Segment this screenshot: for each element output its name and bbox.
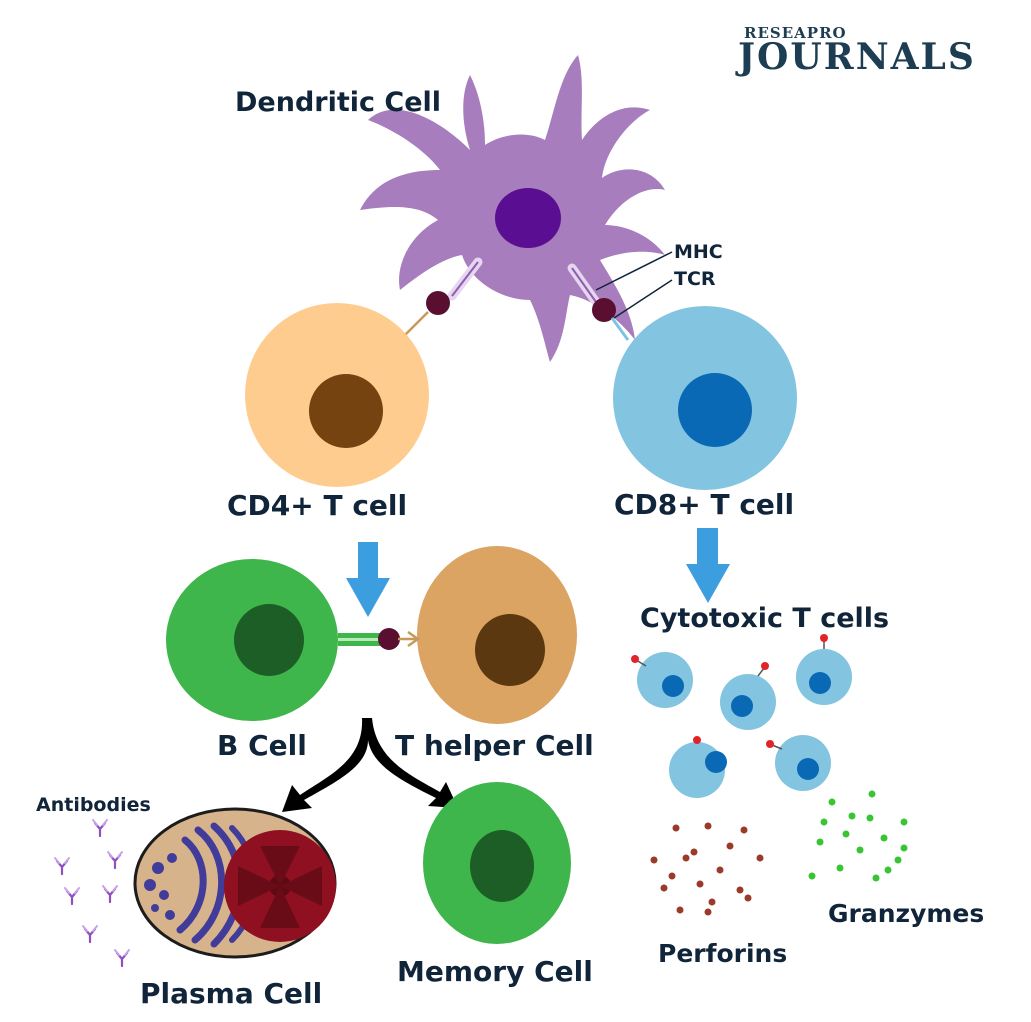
cytotoxic-cell xyxy=(669,736,727,798)
perforin-dot xyxy=(704,822,712,830)
bt-synapse xyxy=(338,628,421,650)
antibody-icon xyxy=(81,924,99,944)
granzyme-dot xyxy=(894,856,902,864)
perforin-dot xyxy=(672,824,680,832)
plasma-label: Plasma Cell xyxy=(140,977,322,1010)
memory-label: Memory Cell xyxy=(397,955,593,988)
granzyme-dot xyxy=(856,846,864,854)
plasma-cell xyxy=(133,807,337,959)
t-helper-cell xyxy=(417,546,577,724)
tcr-cd8 xyxy=(610,317,630,341)
tcr-pointer xyxy=(613,279,673,319)
granzyme-dot xyxy=(808,872,816,880)
granzyme-dot xyxy=(880,834,888,842)
granzyme-dot xyxy=(884,866,892,874)
mhc-pointer xyxy=(595,251,673,291)
dendritic-cell-label: Dendritic Cell xyxy=(235,87,441,118)
cd4-nucleus xyxy=(309,374,383,448)
perforin-dot xyxy=(676,906,684,914)
antibodies-label: Antibodies xyxy=(36,794,151,816)
cytotoxic-cell xyxy=(796,634,852,705)
logo-main-text: JOURNALS xyxy=(735,36,976,78)
cd4-t-cell xyxy=(245,303,429,487)
granzyme-dots xyxy=(808,790,908,882)
granzyme-dot xyxy=(836,864,844,872)
cytotoxic-cell xyxy=(766,735,831,791)
perforin-dot xyxy=(690,848,698,856)
tcr-label: TCR xyxy=(674,268,716,290)
memory-nucleus xyxy=(470,830,534,902)
antibody-icon xyxy=(101,884,119,904)
granzyme-dot xyxy=(816,838,824,846)
perforin-dot xyxy=(726,842,734,850)
cytotoxic-label: Cytotoxic T cells xyxy=(640,603,889,634)
granzyme-dot xyxy=(900,844,908,852)
cd4-label: CD4+ T cell xyxy=(227,489,407,522)
cd8-t-cell xyxy=(613,306,797,490)
granzyme-dot xyxy=(866,814,874,822)
cytotoxic-cell-group xyxy=(631,634,852,798)
granzyme-dot xyxy=(848,812,856,820)
cd8-nucleus xyxy=(678,373,752,447)
cytotoxic-cell xyxy=(720,662,776,730)
granzymes-label: Granzymes xyxy=(828,899,984,928)
antibody-icon xyxy=(106,850,124,870)
memory-cell xyxy=(423,782,571,944)
antibody-icon xyxy=(63,886,81,906)
perforin-dot xyxy=(704,908,712,916)
b-cell-label: B Cell xyxy=(217,729,307,762)
perforin-dot xyxy=(736,886,744,894)
mhc-receptor-right xyxy=(567,263,601,307)
plasma-nucleus xyxy=(224,830,336,942)
granzyme-dot xyxy=(820,818,828,826)
antigen-bt xyxy=(378,628,400,650)
perforins-label: Perforins xyxy=(658,939,787,968)
cytotoxic-cell xyxy=(631,652,693,708)
dendritic-cell xyxy=(360,55,665,362)
logo-top-text: RESEAPRO xyxy=(744,24,847,42)
arrow-cd4-to-b xyxy=(346,542,390,617)
perforin-dot xyxy=(668,872,676,880)
b-cell-nucleus xyxy=(234,604,304,676)
granzyme-dot xyxy=(868,790,876,798)
antibody-group xyxy=(53,818,131,968)
granzyme-dot xyxy=(842,830,850,838)
t-helper-label: T helper Cell xyxy=(395,729,594,762)
perforin-dot xyxy=(740,826,748,834)
perforin-dot xyxy=(660,884,668,892)
mhc-label: MHC xyxy=(674,241,723,263)
t-helper-nucleus xyxy=(475,614,545,686)
dendritic-nucleus xyxy=(495,188,561,248)
antibody-icon xyxy=(53,856,71,876)
granzyme-dot xyxy=(872,874,880,882)
antibody-icon xyxy=(113,948,131,968)
granzyme-dot xyxy=(828,798,836,806)
tcr-cd4 xyxy=(401,311,429,339)
perforin-dot xyxy=(756,854,764,862)
perforin-dot xyxy=(744,894,752,902)
cd8-label: CD8+ T cell xyxy=(614,488,794,521)
journal-logo: RESEAPRO JOURNALS xyxy=(735,24,976,78)
perforin-dots xyxy=(650,822,764,916)
mhc-receptor-left xyxy=(447,257,483,301)
perforin-dot xyxy=(650,856,658,864)
perforin-dot xyxy=(682,854,690,862)
perforin-dot xyxy=(708,898,716,906)
differentiation-arrow xyxy=(282,718,458,812)
b-cell xyxy=(166,559,338,721)
antigen-left xyxy=(426,291,450,315)
antibody-icon xyxy=(91,818,109,838)
perforin-dot xyxy=(696,880,704,888)
granzyme-dot xyxy=(900,818,908,826)
antigen-right xyxy=(592,298,616,322)
perforin-dot xyxy=(716,866,724,874)
arrow-cd8-to-cytotoxic xyxy=(686,528,730,603)
